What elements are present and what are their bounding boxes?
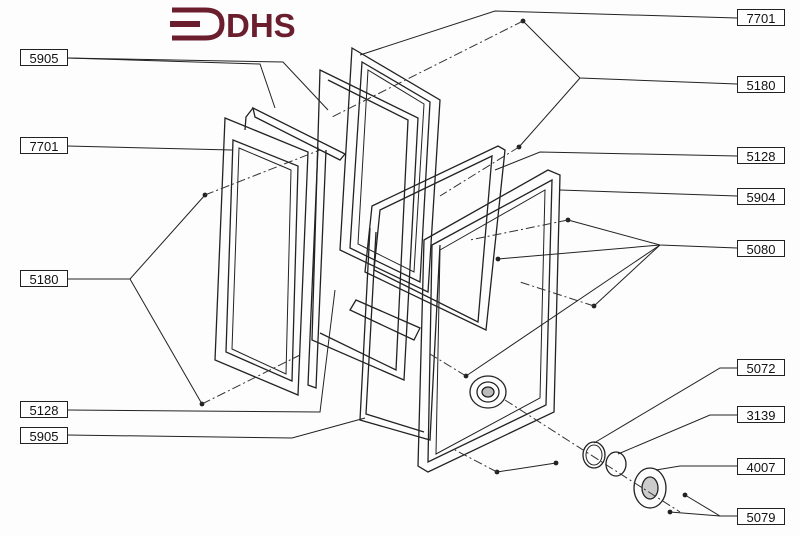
- rear-panel: [339, 46, 441, 294]
- callout-5905-top: 5905: [20, 49, 68, 66]
- callout-5905-bottom: 5905: [20, 427, 68, 444]
- retaining-ring: [605, 451, 627, 477]
- callout-5180-left: 5180: [20, 270, 68, 287]
- callout-5128-left: 5128: [20, 401, 68, 418]
- port-ring: [469, 375, 507, 409]
- left-door-panel: [214, 117, 309, 396]
- callout-3139: 3139: [737, 406, 785, 423]
- screws: [199, 18, 688, 515]
- assembly-axes: [201, 20, 681, 513]
- callout-5080: 5080: [737, 240, 785, 257]
- flange: [633, 467, 667, 509]
- callout-5079: 5079: [737, 508, 785, 525]
- callout-7701-top: 7701: [737, 9, 785, 26]
- callout-7701-left: 7701: [20, 137, 68, 154]
- callout-5180-right: 5180: [737, 76, 785, 93]
- logo-text: DHS: [226, 7, 296, 44]
- callout-5904: 5904: [737, 188, 785, 205]
- o-ring: [582, 441, 606, 469]
- leader-lines: [66, 10, 738, 517]
- rear-frame: [311, 68, 419, 381]
- dhs-logo: DHS: [170, 7, 296, 44]
- inner-seal: [349, 145, 506, 341]
- callout-4007: 4007: [737, 458, 785, 475]
- callout-5128-right: 5128: [737, 147, 785, 164]
- front-panel: [417, 169, 561, 473]
- bottom-gasket: [359, 227, 441, 441]
- left-gasket-frame: [244, 106, 347, 389]
- callout-5072: 5072: [737, 359, 785, 376]
